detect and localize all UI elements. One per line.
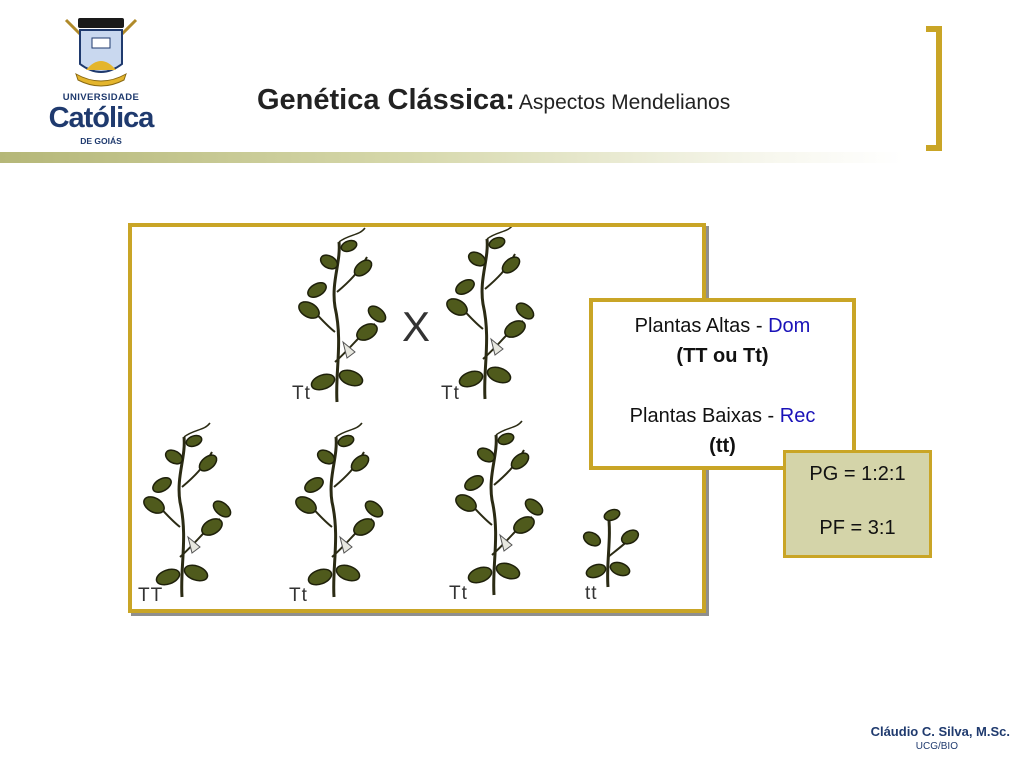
pea-plant-illustration: X Tt Tt TT Tt Tt tt bbox=[128, 223, 706, 613]
ratio-box: PG = 1:2:1 PF = 3:1 bbox=[783, 450, 932, 558]
genotype-label: Tt bbox=[292, 383, 311, 404]
slide-title-sub: Aspectos Mendelianos bbox=[518, 91, 731, 114]
genotype-label: tt bbox=[585, 583, 598, 604]
decorative-bracket bbox=[926, 26, 942, 151]
slide-title: Genética Clássica:Aspectos Mendelianos bbox=[257, 84, 730, 117]
header-gradient-bar bbox=[0, 152, 904, 163]
tall-plants-line: Plantas Altas - Dom bbox=[593, 311, 852, 341]
genotype-label: Tt bbox=[289, 585, 308, 606]
genotypic-ratio: PG = 1:2:1 bbox=[809, 463, 906, 485]
slide-title-main: Genética Clássica: bbox=[257, 84, 515, 116]
genotype-label: TT bbox=[138, 585, 164, 606]
tall-genotypes: (TT ou Tt) bbox=[676, 345, 769, 367]
author-name: Cláudio C. Silva, M.Sc. bbox=[870, 724, 1010, 739]
dominant-label: Dom bbox=[768, 315, 811, 337]
short-plants-label: Plantas Baixas - bbox=[629, 405, 780, 427]
logo-location: DE GOIÁS bbox=[80, 136, 122, 146]
short-genotypes: (tt) bbox=[709, 435, 736, 457]
cross-symbol: X bbox=[402, 303, 431, 350]
logo-university-label: UNIVERSIDADE bbox=[62, 92, 140, 103]
university-logo: UNIVERSIDADE Católica DE GOIÁS bbox=[36, 14, 166, 150]
short-plants-line: Plantas Baixas - Rec bbox=[593, 401, 852, 431]
phenotype-info-box: Plantas Altas - Dom (TT ou Tt) Plantas B… bbox=[589, 298, 856, 470]
institution-label: UCG/BIO bbox=[915, 741, 958, 752]
recessive-label: Rec bbox=[779, 405, 816, 427]
crest-icon bbox=[64, 18, 138, 87]
phenotypic-ratio: PF = 3:1 bbox=[819, 517, 896, 539]
logo-name: Católica bbox=[48, 102, 155, 134]
genotype-label: Tt bbox=[449, 583, 468, 604]
genotype-label: Tt bbox=[441, 383, 460, 404]
tall-plants-label: Plantas Altas - bbox=[634, 315, 769, 337]
